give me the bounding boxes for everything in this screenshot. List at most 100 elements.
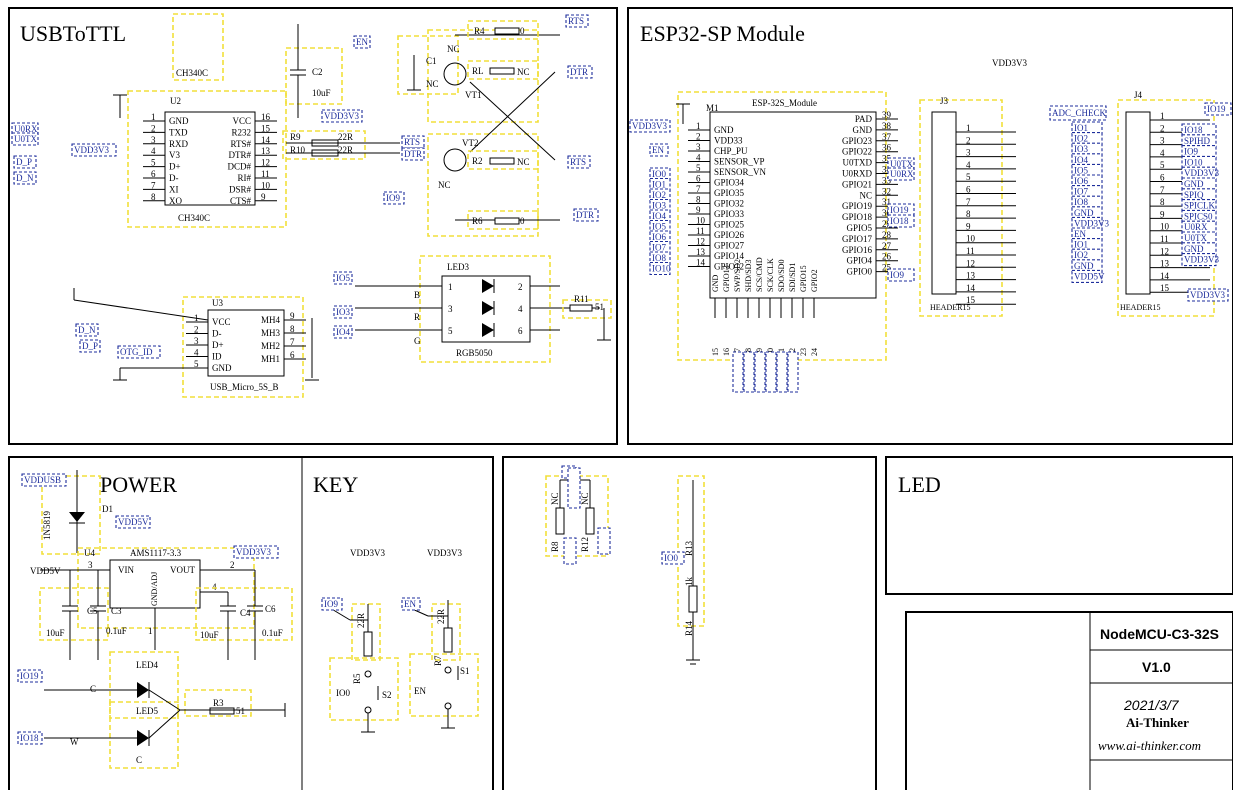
net-dn-2: [75, 323, 99, 337]
m1-pin-name: GND: [714, 125, 734, 135]
m1-bottom-pin-name: SWP/SD2: [733, 259, 742, 292]
m1-pin-num: 30: [882, 208, 892, 218]
svg-text:C3: C3: [111, 606, 122, 616]
u3-pin-num: 8: [290, 324, 295, 334]
header-pin-num: 11: [966, 246, 975, 256]
svg-text:R5: R5: [352, 673, 362, 684]
net-j3-label: GND: [1074, 208, 1094, 218]
u2-pin-num: 11: [261, 169, 270, 179]
m1-pin-num: 34: [882, 165, 892, 175]
header-pin-num: 7: [1160, 185, 1165, 195]
svg-text:R10: R10: [290, 145, 306, 155]
net-vdd3v3: [629, 119, 671, 133]
svg-text:LED3: LED3: [447, 262, 469, 272]
m1-pin-num: 39: [882, 110, 892, 120]
net-dn: [13, 171, 37, 185]
m1-pin-num: 4: [696, 153, 701, 163]
svg-text:C1: C1: [426, 56, 437, 66]
u2-pin-num: 10: [261, 180, 271, 190]
net-dn-2-label: D_N: [78, 325, 96, 335]
header-pin-num: 12: [1160, 246, 1169, 256]
usb-frame: [8, 7, 618, 445]
svg-text:VDD3V3: VDD3V3: [427, 548, 462, 558]
m1-pin-name: GPIO16: [842, 245, 873, 255]
u3-pin-name: D+: [212, 340, 224, 350]
m1-pin-name: SENSOR_VN: [714, 167, 767, 177]
u2-pin-name: R232: [231, 127, 251, 137]
svg-text:0.1uF: 0.1uF: [262, 628, 283, 638]
u3-pin-name: MH4: [261, 315, 281, 325]
m1-bottom-pin-num: 16: [722, 348, 731, 356]
u2-pin-num: 14: [261, 135, 271, 145]
net-dp-2: [79, 339, 101, 353]
header-pin-num: 1: [966, 123, 971, 133]
u2-pin-name: GND: [169, 116, 189, 126]
m1-pin-num: 32: [882, 186, 891, 196]
board-name: NodeMCU-C3-32S: [1100, 626, 1219, 642]
u2-pin-num: 12: [261, 158, 270, 168]
net-spi: [754, 351, 766, 393]
m1-pin-num: 28: [882, 230, 892, 240]
m1-pin-num: 5: [696, 163, 701, 173]
svg-text:51: 51: [236, 706, 245, 716]
u2-pin-num: 13: [261, 146, 271, 156]
net-vdd5v-label: VDD5V: [118, 517, 149, 527]
m1-pin-num: 37: [882, 132, 892, 142]
svg-text:S1: S1: [460, 666, 470, 676]
m1-pin-name: GPIO5: [846, 223, 872, 233]
m1-pin-name: NC: [859, 190, 872, 200]
header-pin-num: 2: [1160, 123, 1165, 133]
header-pin-num: 1: [1160, 111, 1165, 121]
svg-text:NC: NC: [426, 79, 439, 89]
net-u0rx-label: U0RX: [14, 124, 38, 134]
u2-pin-name: DCD#: [227, 162, 251, 172]
svg-text:C: C: [136, 755, 142, 765]
header-pin-num: 11: [1160, 234, 1169, 244]
net-right-io-label: U0TX: [890, 159, 913, 169]
net-left-io: [649, 261, 671, 276]
m1-bottom-pin-name: SCS/CMD: [755, 257, 764, 292]
power-capacitors: C5 C3 10uF 0.1uF C4 C6 10uF 0.1uF: [39, 570, 293, 660]
net-io3: [333, 305, 353, 319]
svg-text:NC: NC: [517, 67, 530, 77]
net-io19-pwr: [17, 669, 43, 683]
u3-pin-name: ID: [212, 352, 222, 362]
net-mid-r8: [563, 537, 577, 565]
u2-pin-num: 3: [151, 135, 156, 145]
u3-pin-name: MH3: [261, 328, 281, 338]
net-io19-pwr-label: IO19: [20, 671, 39, 681]
u2-pin-name: DSR#: [229, 184, 252, 194]
m1-pin-num: 2: [696, 132, 701, 142]
esp-vdd-label: VDD3V3: [992, 58, 1027, 68]
net-dn-label: D_N: [16, 173, 34, 183]
net-j4-label: IO9: [1184, 147, 1198, 157]
svg-text:R3: R3: [213, 698, 224, 708]
m1-pin-num: 31: [882, 197, 891, 207]
svg-text:J3: J3: [940, 96, 949, 106]
key-switches: VDD3V3 VDD3V3 22R 22R R5 R7 IO0 EN S2 S1: [329, 548, 479, 733]
net-j3: [1071, 269, 1103, 283]
m1-pin-name: GPIO12: [714, 262, 744, 272]
m1-pin-name: GPIO26: [714, 230, 745, 240]
net-left-io-label: IO10: [652, 264, 671, 274]
m1-pin-num: 1: [696, 121, 701, 131]
net-j3-label: IO7: [1074, 187, 1088, 197]
svg-text:10uF: 10uF: [312, 88, 331, 98]
svg-text:C4: C4: [240, 608, 251, 618]
u3-pin-num: 9: [290, 311, 295, 321]
header-pin-num: 6: [1160, 173, 1165, 183]
net-j3-label: VDD3V3: [1074, 218, 1109, 228]
net-en-key: [401, 597, 421, 611]
net-dtr-label: DTR: [570, 67, 588, 77]
middle-frame: [502, 456, 877, 790]
m1-pin-num: 12: [696, 237, 705, 247]
net-dtr-2: [401, 147, 425, 161]
svg-text:R: R: [414, 312, 420, 322]
net-right-io: [887, 167, 915, 181]
board-date: 2021/3/7: [1123, 697, 1180, 713]
net-left-io-label: IO6: [652, 232, 666, 242]
net-dtr-3-label: DTR: [576, 210, 594, 220]
